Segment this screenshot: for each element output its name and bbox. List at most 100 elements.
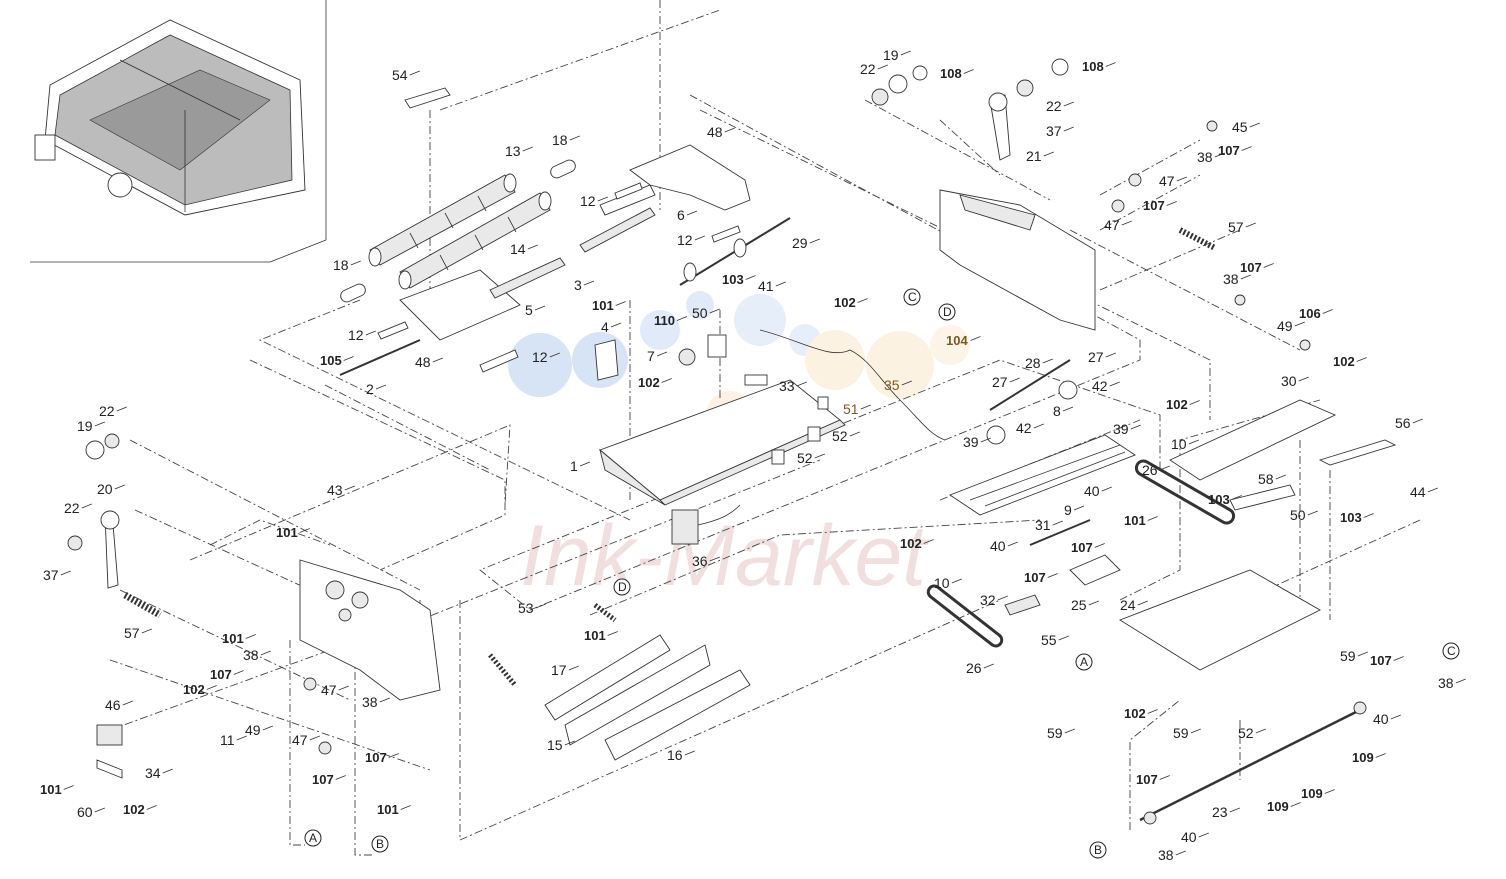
tray-8	[949, 434, 1136, 516]
leader-line	[970, 336, 981, 341]
leader-line	[809, 238, 820, 244]
label-110: 110	[654, 313, 675, 328]
leader-line	[1105, 62, 1116, 67]
leader-line	[1290, 802, 1301, 807]
label-25: 25	[1071, 597, 1087, 613]
label-104: 104	[946, 333, 968, 348]
label-15: 15	[547, 737, 563, 753]
leader-line	[1073, 505, 1085, 511]
leader-line	[1190, 728, 1201, 734]
leader-line	[1101, 486, 1112, 492]
leader-line	[1137, 600, 1148, 606]
label-109: 109	[1301, 786, 1323, 801]
label-47: 47	[321, 682, 337, 698]
label-26: 26	[1142, 462, 1158, 478]
label-10: 10	[934, 575, 950, 591]
guide-5	[399, 269, 521, 341]
watermark-text: Ink-Market	[520, 508, 929, 604]
spring-57-right	[1178, 227, 1217, 251]
label-24: 24	[1120, 597, 1136, 613]
leader-line	[951, 578, 962, 584]
leader-line	[1088, 600, 1099, 606]
leader-line	[63, 785, 74, 790]
leader-line	[1058, 635, 1069, 641]
label-103: 103	[722, 272, 744, 287]
leader-line	[309, 735, 320, 741]
label-30: 30	[1281, 373, 1297, 389]
label-38: 38	[243, 647, 259, 663]
label-50: 50	[692, 305, 708, 321]
solenoid-46	[96, 724, 123, 746]
label-102: 102	[1166, 397, 1188, 412]
leader-line	[206, 685, 217, 690]
label-101: 101	[584, 628, 606, 643]
leader-line	[1322, 309, 1333, 314]
label-17: 17	[551, 662, 567, 678]
leader-line	[379, 697, 390, 703]
leader-line	[1121, 220, 1132, 226]
label-101: 101	[592, 298, 614, 313]
label-37: 37	[1046, 123, 1062, 139]
label-48: 48	[707, 124, 723, 140]
label-22: 22	[99, 403, 115, 419]
label-101: 101	[1124, 513, 1146, 528]
label-40: 40	[990, 538, 1006, 554]
label-40: 40	[1181, 829, 1197, 845]
side-frame-left	[299, 559, 441, 701]
side-frame-right	[939, 189, 1096, 331]
label-52: 52	[832, 428, 848, 444]
base-24	[1118, 569, 1321, 671]
label-7: 7	[647, 348, 655, 364]
leader-line	[350, 260, 361, 266]
label-2: 2	[366, 381, 374, 397]
leader-line	[860, 404, 871, 410]
label-107: 107	[312, 772, 334, 787]
leader-line	[1356, 357, 1367, 362]
connection-callouts: A B C D D A C B	[304, 288, 1460, 859]
leader-line	[1147, 516, 1158, 521]
leader-line	[122, 700, 133, 706]
label-31: 31	[1035, 517, 1051, 533]
label-28: 28	[1025, 355, 1041, 371]
plate-16	[604, 669, 751, 761]
label-107: 107	[1024, 570, 1046, 585]
leader-line	[94, 421, 105, 427]
leader-line	[849, 431, 860, 437]
leader-line	[615, 301, 626, 306]
leader-line	[1427, 487, 1438, 493]
label-9: 9	[1064, 502, 1072, 518]
leader-line	[299, 528, 310, 533]
label-34: 34	[145, 765, 161, 781]
label-36: 36	[692, 553, 708, 569]
leader-line	[1047, 573, 1058, 578]
leader-line	[1063, 101, 1074, 107]
label-109: 109	[1267, 799, 1289, 814]
leader-line	[338, 685, 349, 691]
label-55: 55	[1041, 632, 1057, 648]
overview-inset	[30, 0, 327, 263]
label-42: 42	[1092, 378, 1108, 394]
label-60: 60	[77, 804, 93, 820]
label-101: 101	[40, 782, 62, 797]
leader-line	[1298, 376, 1309, 382]
label-12: 12	[532, 349, 548, 365]
label-12: 12	[677, 232, 693, 248]
leader-line	[1063, 126, 1074, 132]
leader-line	[1275, 474, 1286, 480]
leader-line	[1105, 352, 1116, 358]
label-52: 52	[797, 450, 813, 466]
plate-54	[404, 87, 451, 109]
label-50: 50	[1290, 507, 1306, 523]
label-59: 59	[1173, 725, 1189, 741]
label-48: 48	[415, 354, 431, 370]
label-109: 109	[1352, 750, 1374, 765]
guide-6	[629, 144, 751, 211]
leader-line	[1390, 714, 1401, 720]
leader-line	[344, 485, 355, 491]
label-20: 20	[97, 481, 113, 497]
leader-line	[260, 650, 271, 656]
leader-line	[1324, 789, 1335, 794]
leader-line	[1375, 753, 1386, 758]
leader-line	[1042, 358, 1053, 364]
label-27: 27	[1088, 349, 1104, 365]
